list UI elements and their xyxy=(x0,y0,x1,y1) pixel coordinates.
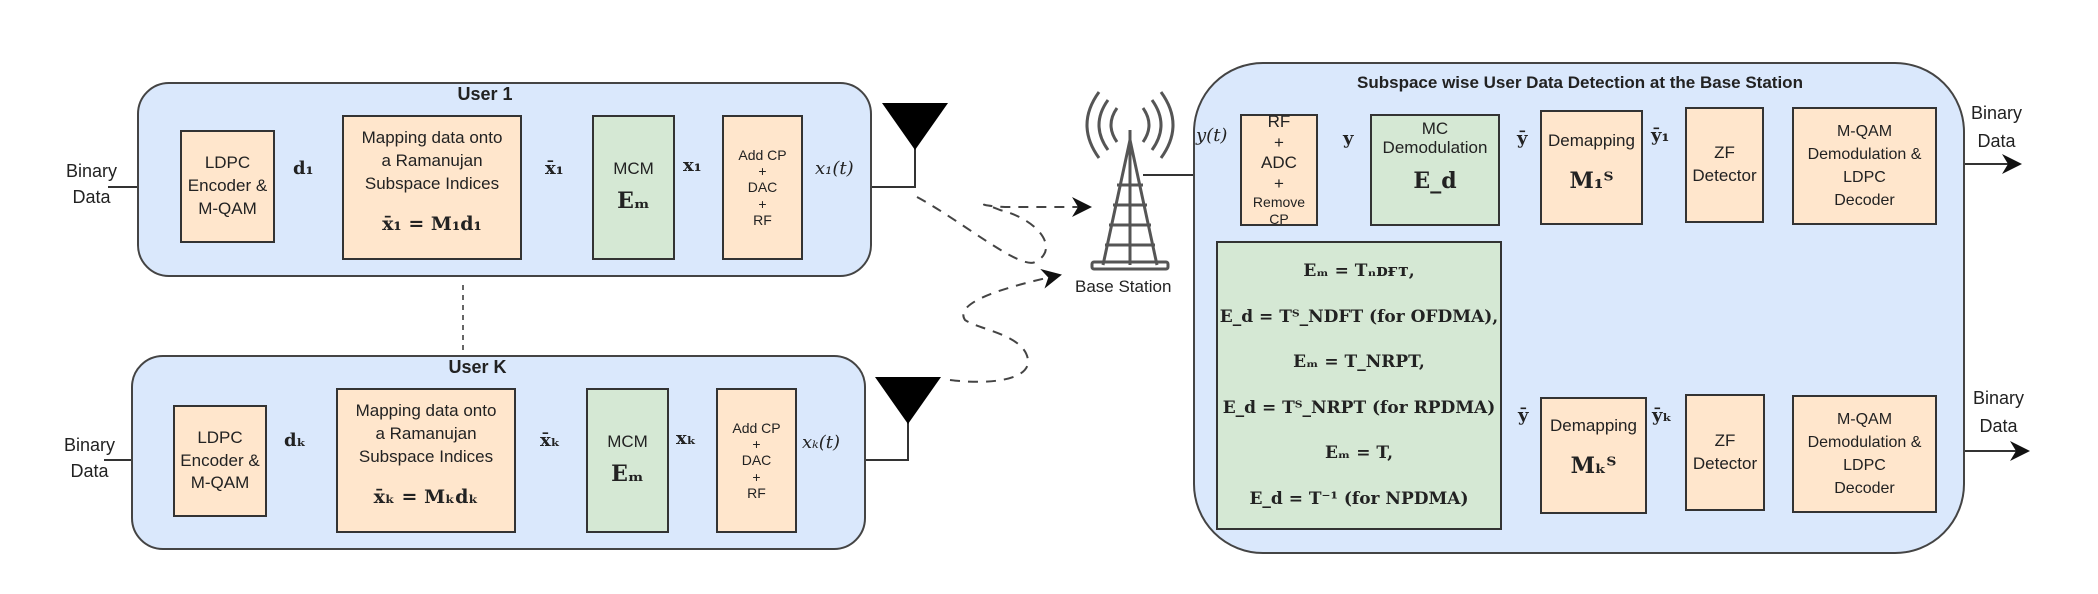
branch1-y1-label: ȳ₁ xyxy=(1651,125,1670,146)
userK-d-label: dₖ xyxy=(284,430,307,451)
userK-input-label: Binary Data xyxy=(64,435,116,482)
equation-6: E_d = T⁻¹ (for NPDMA) xyxy=(1249,488,1469,509)
equation-5: Eₘ = T, xyxy=(1324,443,1394,464)
branchK-demapping-equation: Mₖᵀ xyxy=(1570,452,1617,479)
user1-input-label: Binary Data xyxy=(66,161,118,208)
user1-mapping-block[interactable]: Mapping data onto a Ramanujan Subspace I… xyxy=(342,115,522,260)
equation-1: Eₘ = Tₙᴅғᴛ, xyxy=(1303,261,1415,282)
userK-addcp-block[interactable]: Add CP + DAC + RF xyxy=(716,388,797,533)
u1-antenna-icon xyxy=(882,103,948,150)
user1-addcp-block[interactable]: Add CP + DAC + RF xyxy=(722,115,803,260)
receiver-y-label: y xyxy=(1343,128,1354,149)
user1-mcm-equation: Eₘ xyxy=(617,188,650,215)
receiver-rf-adc-block[interactable]: RF + ADC + Remove CP xyxy=(1240,112,1318,227)
equation-4: E_d = Tᵀ_NRPT (for RPDMA) xyxy=(1222,397,1496,418)
user1-d-label: d₁ xyxy=(293,158,314,179)
receiver-mc-demod-equation: E_d xyxy=(1413,168,1457,195)
userK-xbar-label: x̄ₖ xyxy=(540,430,561,451)
branchK-zf-detector-block[interactable]: ZF Detector xyxy=(1685,394,1765,511)
uk-antenna-icon xyxy=(875,377,941,424)
userK-x-label: xₖ xyxy=(676,428,697,449)
branch1-zf-detector-block[interactable]: ZF Detector xyxy=(1685,107,1764,223)
userK-mcm-equation: Eₘ xyxy=(611,461,644,488)
userK-title: User K xyxy=(448,357,507,377)
base-station-tower-icon xyxy=(1085,91,1175,271)
user1-xbar-label: x̄₁ xyxy=(545,158,564,179)
user1-mapping-equation: x̄₁ = M₁d₁ xyxy=(382,212,482,235)
userK-ldpc-encoder-block[interactable]: LDPC Encoder & M-QAM xyxy=(173,405,267,517)
userK-mcm-block[interactable]: MCM Eₘ xyxy=(586,388,669,533)
channel-path-user1 xyxy=(916,196,1092,264)
branchK-yK-label: ȳₖ xyxy=(1652,405,1672,426)
receiver-yt-label: y(t) xyxy=(1196,125,1228,146)
equations-box: Eₘ = Tₙᴅғᴛ, E_d = Tᵀ_NDFT (for OFDMA), E… xyxy=(1216,241,1502,530)
user1-x-label: x₁ xyxy=(683,155,702,176)
branchK-output-label: Binary Data xyxy=(1973,388,2025,436)
branch1-decoder-block[interactable]: M-QAM Demodulation & LDPC Decoder xyxy=(1792,107,1937,225)
user1-title: User 1 xyxy=(457,84,513,104)
branch1-output-label: Binary Data xyxy=(1971,103,2023,151)
user1-ldpc-encoder-block[interactable]: LDPC Encoder & M-QAM xyxy=(180,130,275,243)
userK-mapping-block[interactable]: Mapping data onto a Ramanujan Subspace I… xyxy=(336,388,516,533)
branchK-demapping-block[interactable]: Demapping Mₖᵀ xyxy=(1540,397,1647,514)
branch1-demapping-block[interactable]: Demapping M₁ᵀ xyxy=(1540,110,1643,225)
branch1-ybar-label: ȳ xyxy=(1517,128,1528,149)
userK-xt-label: xₖ(t) xyxy=(802,432,840,453)
branchK-ybar-label: ȳ xyxy=(1518,405,1529,426)
branch1-demapping-equation: M₁ᵀ xyxy=(1569,167,1614,194)
userK-mapping-equation: x̄ₖ = Mₖdₖ xyxy=(373,485,479,508)
base-station-label: Base Station xyxy=(1075,277,1172,296)
receiver-title: Subspace wise User Data Detection at the… xyxy=(1357,73,1803,92)
receiver-mc-demod-block[interactable]: MC Demodulation E_d xyxy=(1370,114,1500,226)
equation-3: Eₘ = T_NRPT, xyxy=(1293,352,1425,373)
equation-2: E_d = Tᵀ_NDFT (for OFDMA), xyxy=(1219,306,1499,327)
user1-xt-label: x₁(t) xyxy=(815,158,854,179)
branchK-decoder-block[interactable]: M-QAM Demodulation & LDPC Decoder xyxy=(1792,395,1937,513)
user1-mcm-block[interactable]: MCM Eₘ xyxy=(592,115,675,260)
channel-path-userK xyxy=(949,268,1062,383)
